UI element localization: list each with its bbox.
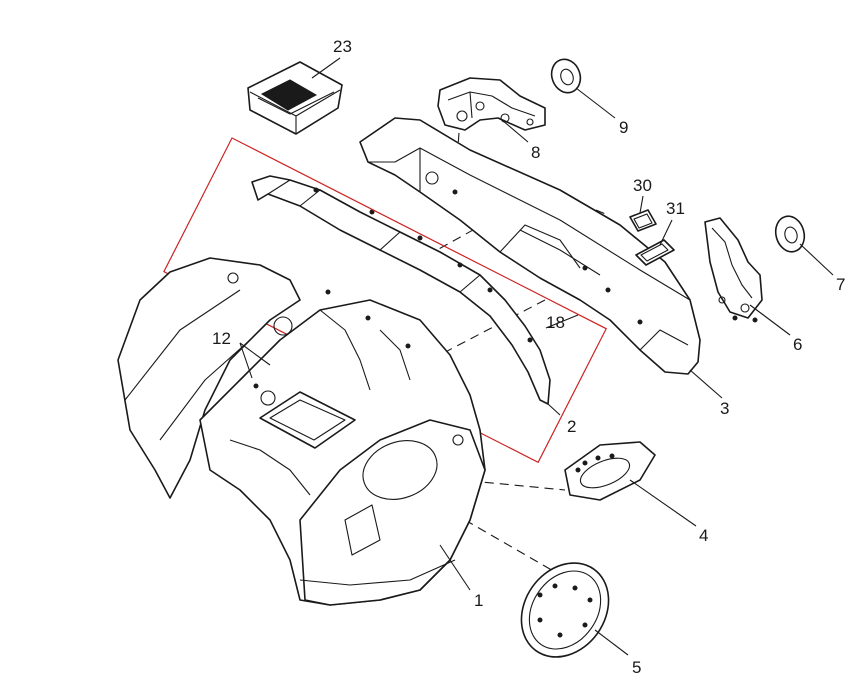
part-8-bracket[interactable] — [437, 77, 546, 131]
callout-7: 7 — [836, 275, 845, 294]
part-7-washer[interactable] — [772, 213, 808, 255]
callout-31: 31 — [666, 199, 685, 218]
part-30-pad[interactable] — [629, 209, 657, 232]
leader-lines — [239, 57, 834, 656]
callout-6: 6 — [793, 335, 802, 354]
callout-23: 23 — [333, 37, 352, 56]
callout-8: 8 — [531, 143, 540, 162]
callout-5: 5 — [632, 658, 641, 677]
callout-12: 12 — [212, 329, 231, 348]
part-3-beam[interactable] — [359, 117, 701, 375]
callout-3: 3 — [720, 399, 729, 418]
part-6-bracket[interactable] — [704, 217, 763, 323]
callout-1: 1 — [474, 591, 483, 610]
callouts: 23 9 8 30 31 7 6 18 12 3 2 4 1 5 — [212, 37, 845, 677]
callout-18: 18 — [546, 313, 565, 332]
callout-4: 4 — [699, 526, 708, 545]
callout-30: 30 — [633, 176, 652, 195]
callout-9: 9 — [619, 118, 628, 137]
part-1-fender[interactable] — [117, 257, 486, 606]
part-4-plate[interactable] — [564, 441, 656, 501]
part-5-ring[interactable] — [504, 546, 627, 674]
part-31-pad[interactable] — [635, 239, 675, 266]
callout-2: 2 — [567, 417, 576, 436]
part-23-cover[interactable] — [247, 61, 343, 135]
part-9-washer[interactable] — [547, 55, 585, 97]
